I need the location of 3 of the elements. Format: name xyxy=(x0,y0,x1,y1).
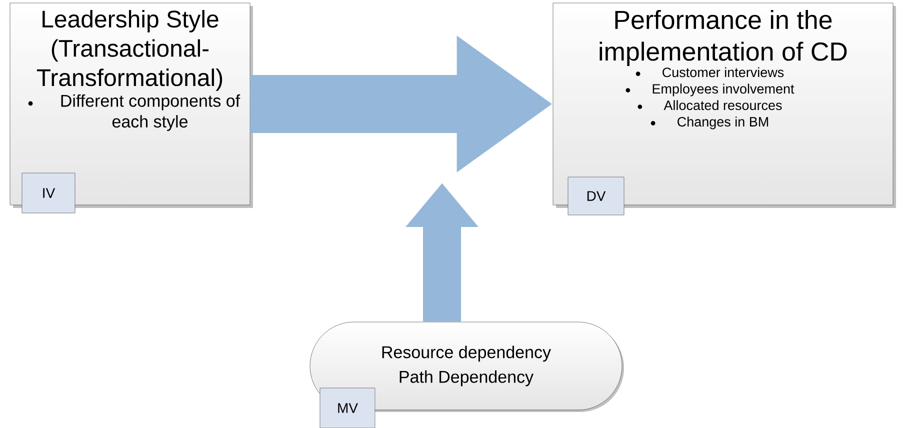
label-tag: DV xyxy=(568,176,624,216)
label-tag: IV xyxy=(22,172,76,214)
label-tag: MV xyxy=(320,388,376,428)
